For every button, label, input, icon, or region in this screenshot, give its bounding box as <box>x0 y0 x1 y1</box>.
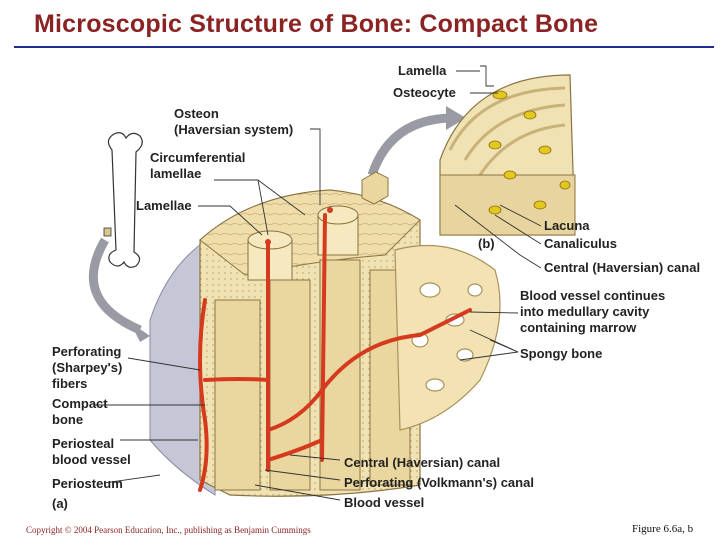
figure-number: Figure 6.6a, b <box>632 523 694 535</box>
label-central-canal-b: Central (Haversian) canal <box>544 260 701 275</box>
zoom-arrow-b <box>367 113 451 177</box>
page-title: Microscopic Structure of Bone: Compact B… <box>34 10 599 38</box>
label-volkmann-canal: Perforating (Volkmann's) canal <box>344 475 534 490</box>
copyright-notice: Copyright © 2004 Pearson Education, Inc.… <box>26 525 311 535</box>
blood-vessels <box>198 213 472 492</box>
spongy-bone-region <box>394 244 501 431</box>
label-panel-a: (a) <box>52 496 68 511</box>
label-compact-bone: Compact bone <box>52 396 108 427</box>
label-central-canal-a: Central (Haversian) canal <box>344 455 501 470</box>
long-bone-icon <box>103 132 143 268</box>
label-lamella: Lamella <box>398 63 447 78</box>
label-panel-b: (b) <box>478 236 495 251</box>
label-blood-vessel-continues: Blood vessel continues into medullary ca… <box>520 288 666 335</box>
label-circumferential-lamellae: Circumferential lamellae <box>150 150 246 181</box>
label-blood-vessel: Blood vessel <box>344 495 425 510</box>
label-perforating-fibers: Perforating (Sharpey's) fibers <box>52 344 123 391</box>
zoom-arrow-a <box>88 237 142 335</box>
label-periosteum: Periosteum <box>52 476 123 491</box>
osteon-columns <box>214 259 411 491</box>
label-lacuna: Lacuna <box>544 218 590 233</box>
label-osteon: Osteon (Haversian system) <box>174 106 294 137</box>
magnified-osteon <box>439 74 576 236</box>
label-periosteal-blood-vessel: Periosteal blood vessel <box>52 436 131 467</box>
label-osteocyte: Osteocyte <box>393 85 456 100</box>
label-spongy-bone: Spongy bone <box>520 346 603 361</box>
sample-cube <box>361 171 389 205</box>
label-canaliculus: Canaliculus <box>544 236 617 251</box>
leader-lines <box>95 65 542 501</box>
label-lamellae: Lamellae <box>136 198 192 213</box>
title-underline <box>14 46 714 48</box>
